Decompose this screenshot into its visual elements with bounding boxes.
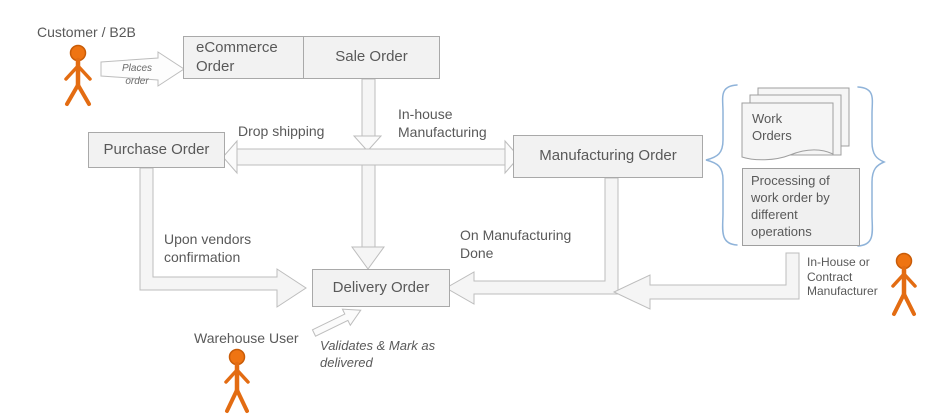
order-combo-box: eCommerce Order Sale Order bbox=[183, 36, 440, 79]
sale-down-arrowhead bbox=[352, 135, 383, 152]
processing-node: Processing of work order by different op… bbox=[742, 168, 860, 246]
inhouse-manufacturing-label: In-house Manufacturing bbox=[398, 106, 487, 140]
purchase-order-label: Purchase Order bbox=[103, 140, 210, 158]
manufacturer-to-delivery-connector bbox=[612, 252, 800, 310]
customer-label: Customer / B2B bbox=[37, 24, 136, 40]
warehouse-label: Warehouse User bbox=[194, 330, 299, 346]
ecommerce-order-node: eCommerce Order bbox=[184, 37, 304, 78]
work-orders-label: Work Orders bbox=[752, 111, 792, 143]
processing-label: Processing of work order by different op… bbox=[751, 173, 830, 239]
delivery-order-label: Delivery Order bbox=[332, 278, 430, 296]
delivery-order-node: Delivery Order bbox=[312, 269, 450, 307]
customer-person-icon bbox=[64, 44, 92, 106]
manufacturing-order-label: Manufacturing Order bbox=[539, 147, 677, 165]
places-order-arrow bbox=[100, 51, 185, 87]
work-orders-document-icon bbox=[741, 87, 850, 161]
upon-vendors-label: Upon vendors confirmation bbox=[164, 231, 252, 265]
split-band bbox=[235, 148, 507, 166]
to-manufacturing-arrowhead bbox=[504, 139, 520, 175]
manufacturer-label: In-House or Contract Manufacturer bbox=[807, 255, 878, 299]
on-manufacturing-done-label: On Manufacturing Done bbox=[460, 227, 572, 261]
warehouse-person-icon bbox=[224, 348, 250, 413]
manufacturing-to-delivery-connector bbox=[444, 177, 619, 305]
left-brace bbox=[705, 84, 738, 246]
purchase-to-delivery-connector bbox=[139, 167, 307, 308]
sale-order-label: Sale Order bbox=[335, 48, 408, 66]
right-brace bbox=[857, 86, 886, 247]
ecommerce-order-label: eCommerce Order bbox=[196, 38, 278, 75]
center-down-connector bbox=[361, 164, 376, 249]
to-delivery-arrowhead bbox=[351, 246, 385, 270]
sale-order-node: Sale Order bbox=[304, 37, 439, 78]
manufacturer-person-icon bbox=[891, 252, 917, 316]
purchase-order-node: Purchase Order bbox=[88, 132, 225, 168]
sale-down-connector bbox=[361, 78, 376, 137]
to-purchase-arrowhead bbox=[222, 139, 238, 175]
validate-arrow bbox=[311, 308, 362, 337]
validates-mark-label: Validates & Mark as delivered bbox=[320, 338, 436, 370]
drop-shipping-label: Drop shipping bbox=[238, 123, 325, 139]
manufacturing-order-node: Manufacturing Order bbox=[513, 135, 703, 178]
places-order-label: Places order bbox=[121, 63, 152, 87]
